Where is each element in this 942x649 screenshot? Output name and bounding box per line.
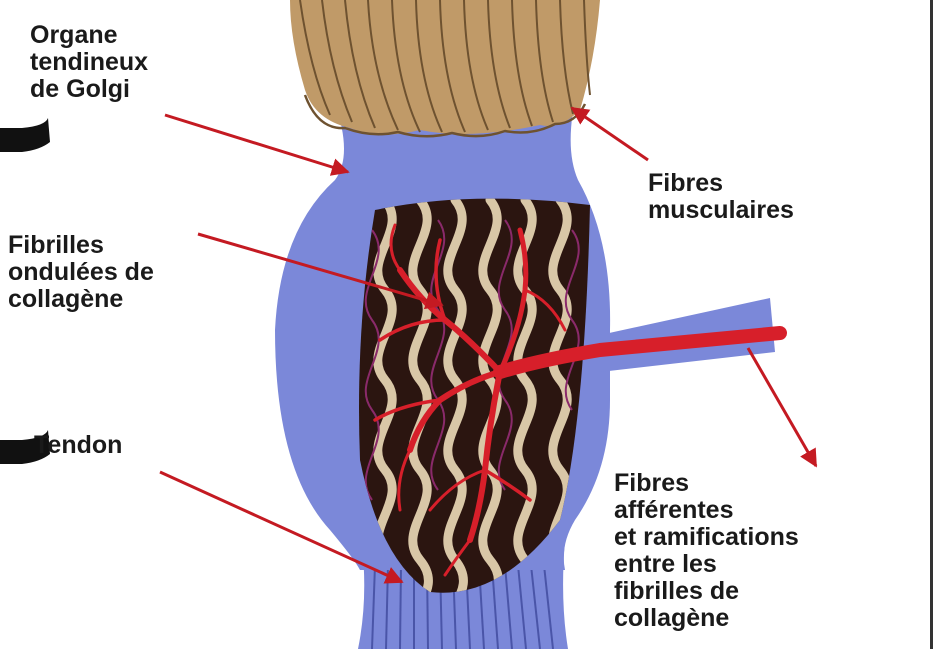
label-muscle-fibers: Fibres musculaires xyxy=(648,170,794,224)
muscle-fibers xyxy=(290,0,600,136)
label-tendon: Tendon xyxy=(34,432,122,459)
slide-bar-top xyxy=(0,118,50,152)
label-collagen-fibrils: Fibrilles ondulées de collagène xyxy=(8,232,154,313)
label-afferent-fibers: Fibres afférentes et ramifications entre… xyxy=(614,470,799,632)
label-golgi-organ: Organe tendineux de Golgi xyxy=(30,22,148,103)
golgi-arrow xyxy=(165,115,348,172)
afferent-arrow xyxy=(748,348,816,466)
right-edge-line xyxy=(930,0,933,649)
muscle-arrow xyxy=(572,108,648,160)
